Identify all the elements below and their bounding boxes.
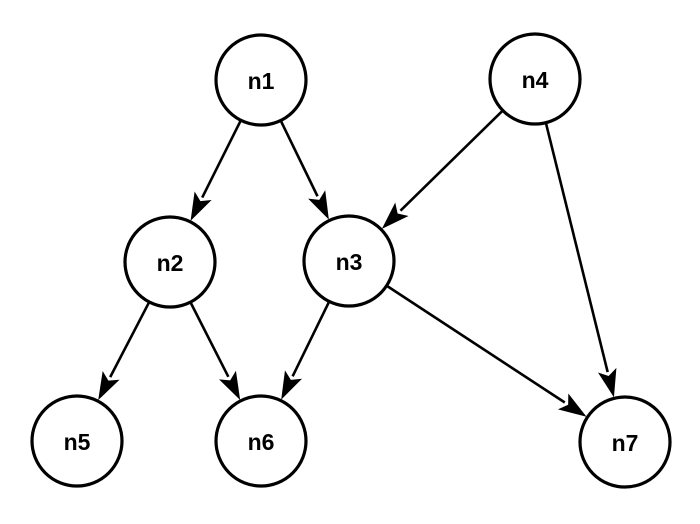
graph-edge-n1-to-n2 bbox=[190, 120, 242, 221]
edge-line bbox=[291, 301, 330, 377]
arrowhead-icon bbox=[557, 393, 587, 417]
node-label-n7: n7 bbox=[612, 430, 639, 456]
node-label-n1: n1 bbox=[248, 68, 275, 94]
graph-edge-n4-to-n7 bbox=[544, 123, 617, 398]
node-label-n2: n2 bbox=[157, 250, 184, 276]
node-circle-n4[interactable] bbox=[488, 32, 582, 126]
node-circle-n2[interactable] bbox=[123, 215, 217, 309]
node-circle-n6[interactable] bbox=[214, 394, 308, 488]
edge-line bbox=[544, 123, 609, 373]
edge-line bbox=[201, 120, 242, 199]
arrowhead-icon bbox=[308, 190, 329, 220]
node-circle-n5[interactable] bbox=[30, 394, 124, 488]
arrowhead-icon bbox=[381, 202, 409, 229]
graph-node-n7[interactable]: n7 bbox=[578, 395, 672, 489]
graph-edge-n3-to-n6 bbox=[281, 301, 330, 400]
arrowhead-icon bbox=[281, 370, 303, 400]
edge-line bbox=[189, 302, 230, 378]
graph-node-n6[interactable]: n6 bbox=[214, 394, 308, 488]
arrowhead-icon bbox=[597, 367, 617, 398]
node-label-n6: n6 bbox=[248, 429, 275, 455]
node-circle-n7[interactable] bbox=[578, 395, 672, 489]
node-circle-n1[interactable] bbox=[214, 33, 308, 127]
nodes-layer: n1 n2 n3 n4 n5 n6 n7 bbox=[30, 32, 672, 489]
node-label-n4: n4 bbox=[522, 67, 549, 93]
arrowhead-icon bbox=[190, 191, 212, 221]
graph-node-n4[interactable]: n4 bbox=[488, 32, 582, 126]
node-label-n5: n5 bbox=[64, 429, 91, 455]
edges-layer bbox=[98, 110, 617, 417]
node-circle-n3[interactable] bbox=[302, 214, 396, 308]
graph-node-n2[interactable]: n2 bbox=[123, 215, 217, 309]
edge-line bbox=[279, 120, 319, 197]
node-label-n3: n3 bbox=[336, 249, 363, 275]
graph-edge-n2-to-n5 bbox=[98, 302, 150, 401]
graph-edge-n3-to-n7 bbox=[386, 285, 587, 417]
edge-line bbox=[109, 302, 150, 378]
edge-line bbox=[386, 285, 566, 404]
graph-edge-n1-to-n3 bbox=[279, 120, 329, 220]
edge-line bbox=[399, 110, 504, 212]
graph-node-n5[interactable]: n5 bbox=[30, 394, 124, 488]
graph-node-n3[interactable]: n3 bbox=[302, 214, 396, 308]
graph-edge-n2-to-n6 bbox=[189, 302, 241, 400]
arrowhead-icon bbox=[98, 370, 120, 401]
graph-edge-n4-to-n3 bbox=[381, 110, 504, 229]
graph-node-n1[interactable]: n1 bbox=[214, 33, 308, 127]
arrowhead-icon bbox=[219, 370, 241, 400]
